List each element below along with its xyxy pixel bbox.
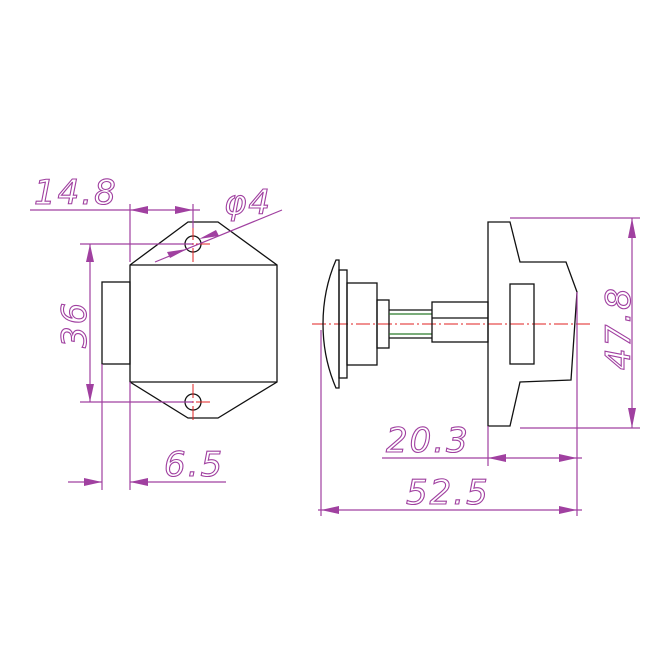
dimension-flange-depth: 6.5	[68, 364, 226, 490]
dim-knob-offset-label: 20.3	[386, 421, 470, 461]
side-view-collar	[376, 299, 390, 349]
dim-hole-offset-label: 14.8	[34, 173, 118, 213]
front-view	[101, 221, 278, 420]
side-view-knob	[487, 221, 578, 427]
side-view	[312, 221, 590, 427]
dim-overall-length-label: 52.5	[406, 473, 490, 513]
dim-body-height-label: 36	[55, 301, 95, 348]
dim-flange-depth-label: 6.5	[164, 445, 224, 485]
dim-hole-diameter-label: φ4	[224, 183, 272, 223]
front-view-body	[129, 221, 278, 419]
dimension-knob-height: 47.8	[510, 217, 640, 429]
dimension-knob-offset: 20.3	[382, 292, 582, 516]
front-view-flange	[101, 281, 131, 365]
dimension-body-height: 36	[54, 243, 193, 403]
dimension-overall-length: 52.5	[318, 330, 582, 516]
side-view-front-cap	[322, 259, 340, 389]
side-view-knob-slot	[509, 283, 535, 365]
dim-knob-height-label: 47.8	[599, 286, 639, 370]
dimension-hole-diameter: φ4	[154, 182, 283, 263]
side-view-shaft	[431, 301, 489, 343]
dimension-hole-offset: 14.8	[30, 172, 200, 262]
